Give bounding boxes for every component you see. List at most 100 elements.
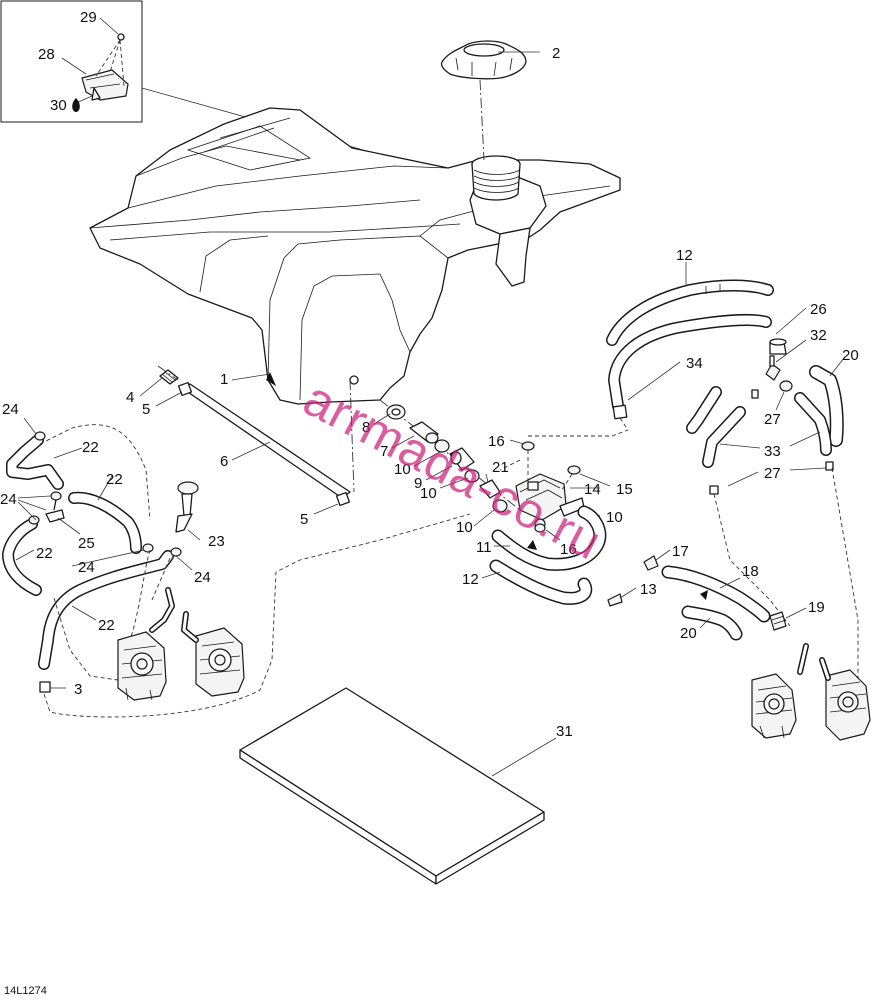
callout-14: 14	[584, 481, 601, 498]
callout-34: 34	[686, 355, 703, 372]
callout-15: 15	[616, 481, 633, 498]
nut-part-16-bottom	[534, 523, 546, 533]
screw-part-15	[561, 465, 581, 491]
callout-29: 29	[80, 9, 97, 26]
hose-part-33	[686, 386, 832, 468]
filter-assembly	[379, 399, 521, 513]
callout-13: 13	[640, 581, 657, 598]
clamp-part-24-b	[50, 491, 62, 501]
callout-10-a: 10	[394, 461, 411, 478]
inset-bracket-part	[81, 33, 129, 101]
callout-2: 2	[552, 45, 560, 62]
tee-part-32	[765, 355, 781, 381]
callout-20-lower: 20	[680, 625, 697, 642]
callout-28: 28	[38, 46, 55, 63]
callout-17: 17	[672, 543, 689, 560]
connector-part-26	[769, 338, 787, 355]
clamp-part-17	[643, 555, 659, 571]
callout-12-upper: 12	[676, 247, 693, 264]
callout-10-b: 10	[420, 485, 437, 502]
hose-part-12-upper	[606, 279, 774, 346]
callout-3: 3	[74, 681, 82, 698]
callout-27-a: 27	[764, 411, 781, 428]
callout-25: 25	[78, 535, 95, 552]
inset-detail-box	[0, 0, 143, 123]
hose-part-22-left	[2, 518, 42, 596]
hose-part-22-low	[38, 550, 174, 670]
callout-10-d: 10	[606, 509, 623, 526]
clamp-part-24-a	[28, 515, 40, 525]
fuel-cap	[440, 40, 527, 80]
clamp-part-27-a	[779, 380, 793, 392]
callout-32: 32	[810, 327, 827, 344]
valve-part-23	[175, 481, 199, 533]
hose-part-18	[661, 565, 771, 623]
callout-16-bottom: 16	[560, 541, 577, 558]
callout-10-c: 10	[456, 519, 473, 536]
clamp-part-5-lower	[335, 491, 351, 507]
filler-neck	[471, 155, 521, 201]
callout-33: 33	[764, 443, 781, 460]
fitting-part-4	[159, 369, 179, 385]
fitting-part-7	[409, 421, 439, 444]
clamp-part-13	[607, 593, 623, 607]
fitting-part-19	[769, 611, 787, 631]
callout-24-mid: 24	[78, 559, 95, 576]
clamp-part-27-c	[825, 461, 834, 471]
callout-30: 30	[50, 97, 67, 114]
callout-7: 7	[380, 443, 388, 460]
callout-5-upper: 5	[142, 401, 150, 418]
callout-20-upper: 20	[842, 347, 859, 364]
clamp-part-27-small	[751, 389, 759, 399]
cap-part-bottom-34	[612, 404, 628, 420]
clamp-part-24-d	[170, 547, 182, 557]
callout-labels: 29 28 30 2 1 4 5 6 5 8 7 10 9 10 21 16 1…	[0, 9, 859, 740]
figure-code: 14L1274	[4, 985, 47, 997]
clamp-part-24-top	[34, 431, 46, 441]
callout-21: 21	[492, 459, 509, 476]
filter-part-9	[449, 447, 475, 471]
callout-5-lower: 5	[300, 511, 308, 528]
hose-part-20-right	[809, 365, 844, 447]
clamp-part-27-b	[709, 485, 719, 495]
mat-part-31	[239, 687, 545, 885]
callout-26: 26	[810, 301, 827, 318]
hose-part-22-mid	[68, 491, 142, 554]
clamp-part-3	[39, 681, 51, 693]
callout-18: 18	[742, 563, 759, 580]
hose-part-20-lower	[681, 590, 743, 641]
hose-part-34	[608, 314, 772, 412]
clamp-part-10-b	[464, 469, 480, 483]
callout-1: 1	[220, 371, 228, 388]
callout-22-c: 22	[36, 545, 53, 562]
callout-24-left: 24	[0, 491, 17, 508]
hose-part-11-12	[489, 505, 607, 605]
callout-27-b: 27	[764, 465, 781, 482]
tee-part-25	[45, 499, 65, 523]
callout-22-a: 22	[82, 439, 99, 456]
callout-9: 9	[414, 475, 422, 492]
callout-31: 31	[556, 723, 573, 740]
callout-22-d: 22	[98, 617, 115, 634]
clamp-part-24-c	[142, 543, 154, 553]
callout-16-top: 16	[488, 433, 505, 450]
clamp-part-10-c	[492, 499, 508, 513]
callout-19: 19	[808, 599, 825, 616]
clamp-part-10-a	[434, 439, 450, 453]
callout-24-top: 24	[2, 401, 19, 418]
callout-11: 11	[476, 539, 492, 556]
callout-8: 8	[362, 419, 370, 436]
screw-part-16-top	[521, 441, 535, 486]
carburetor-left-a	[117, 631, 167, 701]
callout-12-lower: 12	[462, 571, 479, 588]
callout-22-b: 22	[106, 471, 123, 488]
carburetor-right-a	[751, 673, 797, 739]
callout-4: 4	[126, 389, 134, 406]
callout-23: 23	[208, 533, 225, 550]
callout-24-right: 24	[194, 569, 211, 586]
carburetor-left-b	[195, 627, 245, 697]
hose-part-22-top	[6, 434, 64, 490]
carburetor-right-b	[825, 669, 871, 741]
grommet-part-8	[386, 404, 406, 420]
